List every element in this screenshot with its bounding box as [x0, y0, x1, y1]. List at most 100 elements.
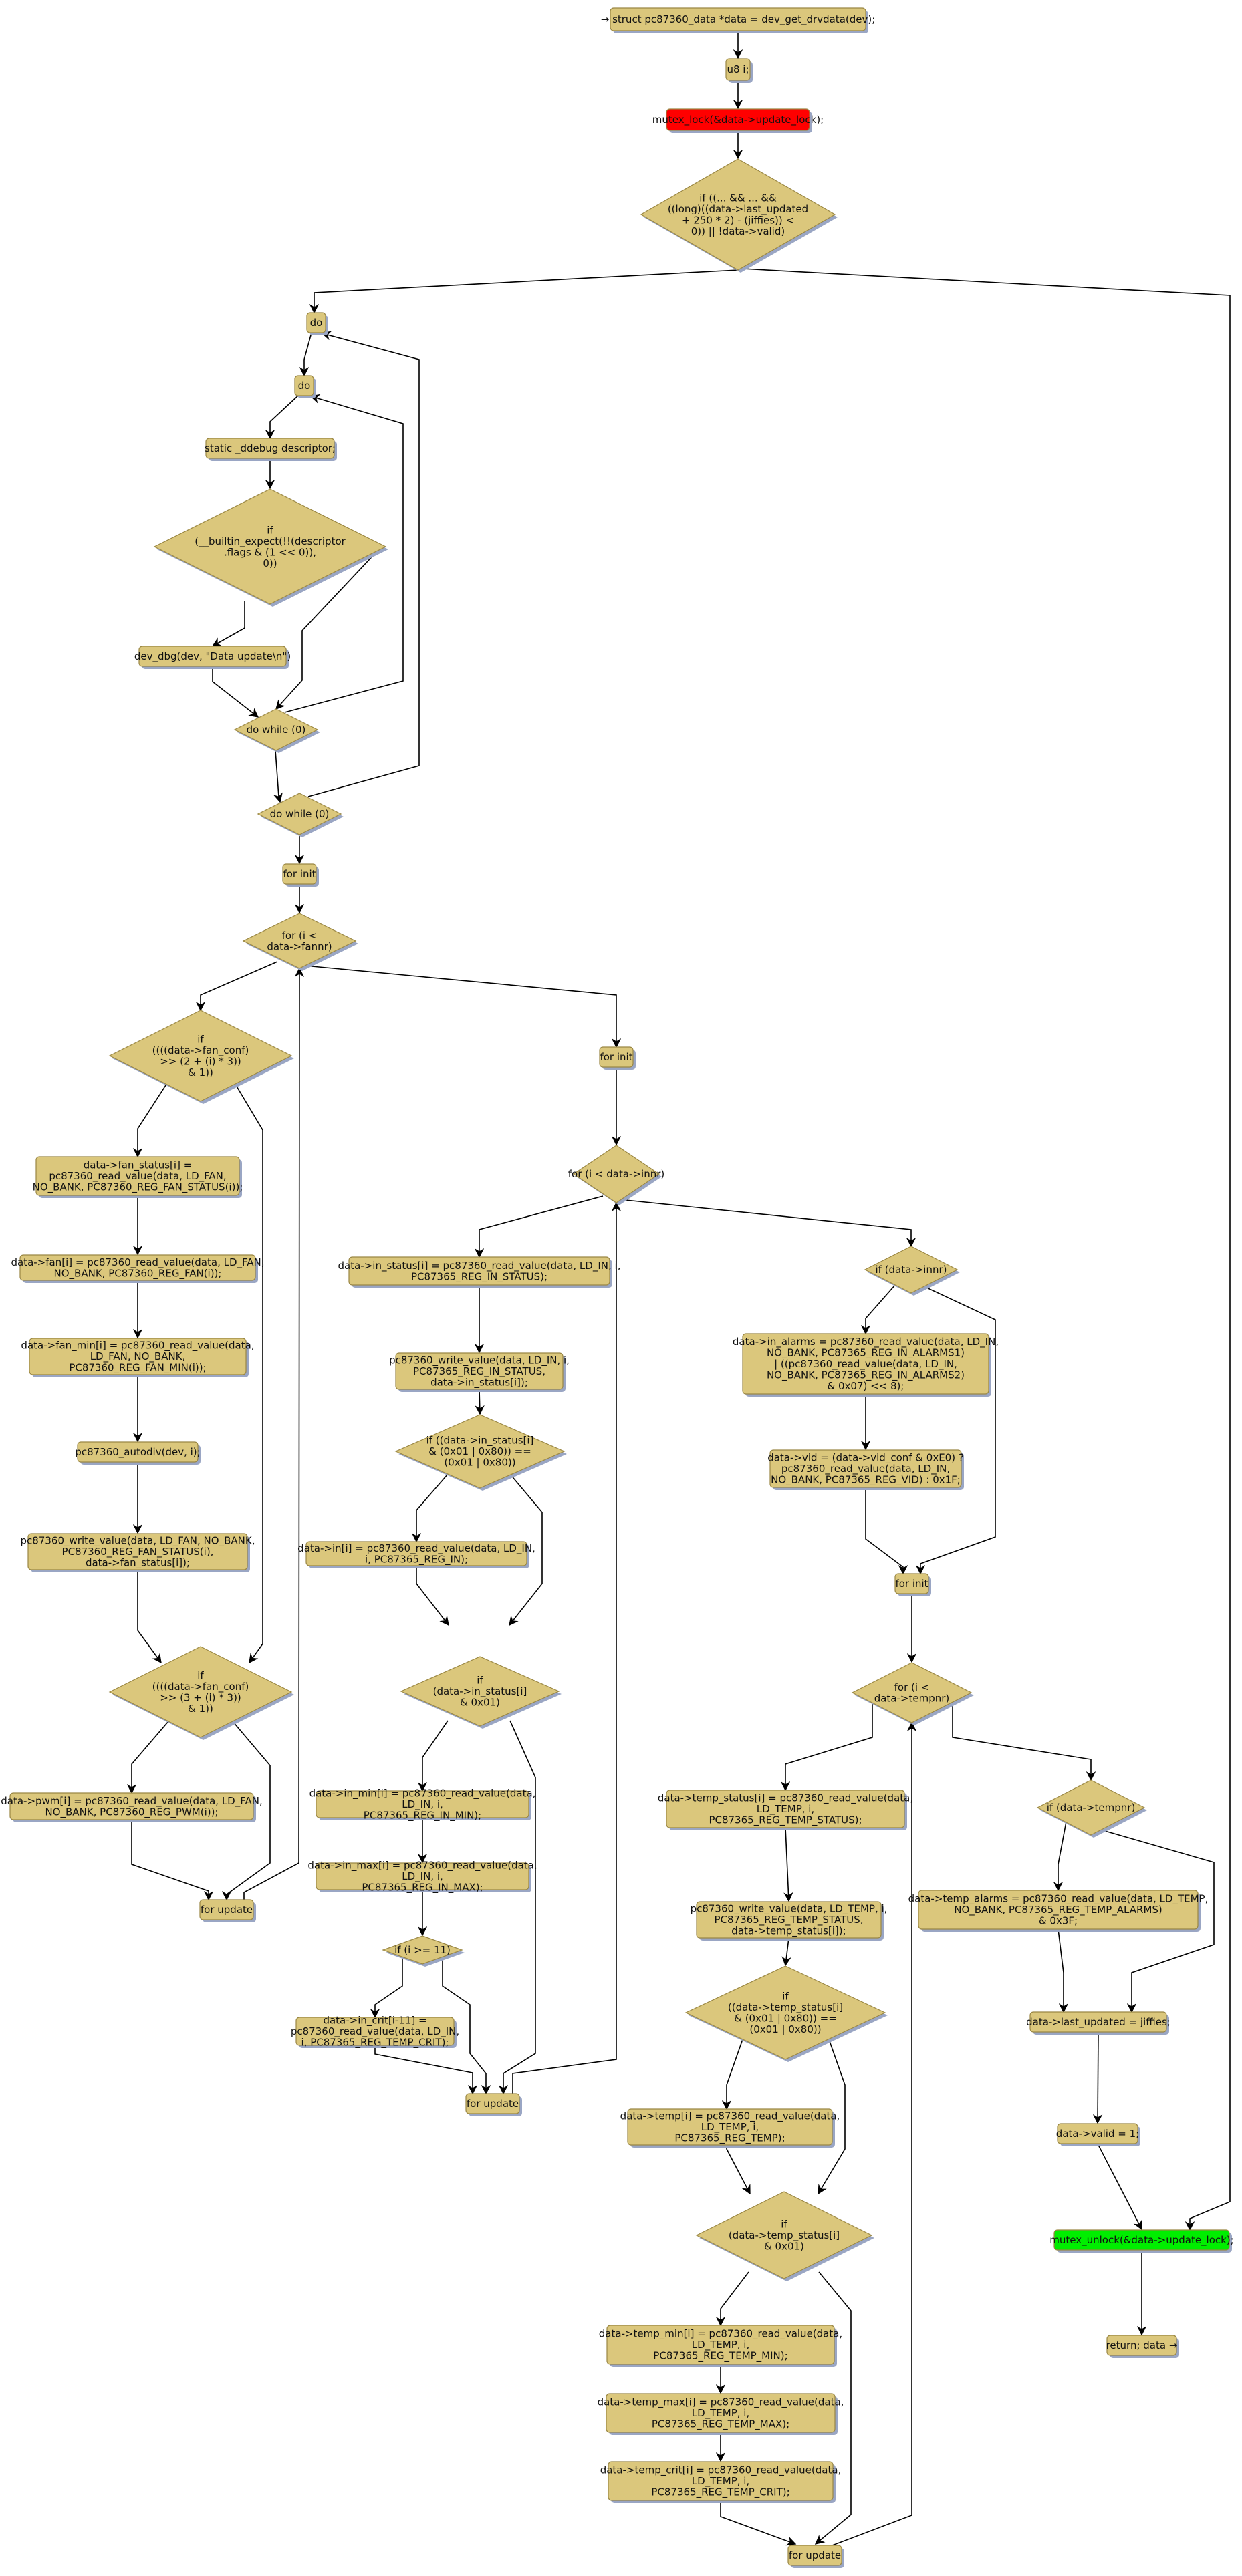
- node-text: dev_dbg(dev, "Data update\n"): [134, 650, 291, 663]
- process-node: → struct pc87360_data *data = dev_get_dr…: [601, 7, 875, 33]
- node-text: for init: [283, 868, 316, 880]
- node-text: data->pwm[i] = pc87360_read_value(data, …: [1, 1795, 262, 1808]
- edge-arrow: [411, 1473, 449, 1543]
- node-shape: [918, 1890, 1199, 1930]
- edge-arrow: [715, 2271, 749, 2327]
- node-text: data->temp_alarms = pc87360_read_value(d…: [908, 1893, 1209, 1906]
- decision-node: if (i >= 11): [382, 1935, 465, 1967]
- decision-node: if (data->tempnr): [1036, 1779, 1147, 1838]
- edge-arrow: [137, 1570, 162, 1664]
- node-text: ((data->temp_status[i]: [728, 2001, 843, 2014]
- edge-arrow: [273, 750, 283, 803]
- node-text: if: [782, 1990, 789, 2002]
- node-text: if ((... && ... &&: [699, 192, 777, 204]
- edge-arrow: [1053, 1821, 1067, 1892]
- decision-node: if ((... && ... &&((long)((data->last_up…: [640, 158, 838, 273]
- node-text: ((((data->fan_conf): [152, 1044, 249, 1057]
- node-text: PC87360_REG_FAN_STATUS(i),: [62, 1546, 214, 1558]
- node-text: data->temp_min[i] = pc87360_read_value(d…: [599, 2328, 842, 2341]
- process-node: data->temp[i] = pc87360_read_value(data,…: [620, 2108, 840, 2148]
- node-shape: [1036, 1779, 1146, 1836]
- node-shape: [606, 2393, 836, 2433]
- node-shape: [1029, 2011, 1167, 2033]
- node-shape: [400, 1656, 560, 1727]
- node-text: for update: [201, 1904, 253, 1916]
- node-text: data->temp_max[i] = pc87360_read_value(d…: [598, 2396, 844, 2409]
- edge-arrow: [512, 1201, 622, 2094]
- node-shape: [294, 375, 314, 396]
- node-text: NO_BANK, PC87365_REG_VID) : 0x1F;: [771, 1474, 961, 1487]
- edge-arrow: [814, 2271, 852, 2545]
- node-text: data->fan_status[i] =: [84, 1159, 193, 1172]
- process-node: data->temp_min[i] = pc87360_read_value(d…: [599, 2325, 842, 2367]
- edge-arrow: [132, 1085, 166, 1158]
- edge-arrow: [1097, 2143, 1142, 2231]
- node-text: data->in_status[i] = pc87360_read_value(…: [338, 1260, 621, 1272]
- decision-node: if(data->in_status[i]& 0x01): [400, 1656, 562, 1729]
- node-shape: [9, 1792, 254, 1820]
- node-text: & 0x07) << 8);: [828, 1380, 904, 1392]
- node-text: mutex_lock(&data->update_lock);: [652, 114, 824, 126]
- node-shape: [153, 488, 387, 605]
- edge-arrow: [474, 1195, 604, 1258]
- process-node: pc87360_write_value(data, LD_IN, i,PC873…: [389, 1352, 570, 1392]
- edge-arrow: [783, 1827, 793, 1902]
- edge-arrow: [212, 666, 259, 718]
- decision-node: do while (0): [233, 708, 320, 753]
- node-shape: [233, 708, 319, 751]
- edge-arrow: [865, 1487, 908, 1575]
- node-text: (0x01 | 0x80)): [749, 2023, 821, 2035]
- node-text: (data->temp_status[i]: [729, 2229, 840, 2242]
- process-node: mutex_unlock(&data->update_lock);: [1049, 2229, 1234, 2253]
- node-shape: [572, 1145, 660, 1203]
- edge-arrow: [741, 268, 1231, 2231]
- node-shape: [19, 1254, 256, 1281]
- process-node: data->vid = (data->vid_conf & 0xE0) ?pc8…: [767, 1449, 964, 1490]
- decision-node: if (data->innr): [864, 1246, 960, 1296]
- process-node: static _ddebug descriptor;: [205, 438, 337, 461]
- node-text: (data->in_status[i]: [433, 1685, 527, 1698]
- node-text: do while (0): [247, 724, 306, 736]
- node-text: >> (3 + (i) * 3)): [160, 1691, 241, 1703]
- process-node: data->in[i] = pc87360_read_value(data, L…: [297, 1541, 535, 1568]
- edges: [126, 31, 1231, 2546]
- node-text: data->temp_status[i]);: [731, 1925, 846, 1938]
- node-text: NO_BANK, PC87360_REG_PWM(i));: [45, 1806, 218, 1818]
- node-shape: [864, 1246, 959, 1294]
- node-text: NO_BANK, PC87365_REG_IN_ALARMS1): [767, 1347, 965, 1360]
- edge-arrow: [299, 332, 312, 377]
- edge-arrow: [131, 1820, 214, 1901]
- node-text: NO_BANK, PC87360_REG_FAN(i));: [54, 1267, 222, 1280]
- edge-arrow: [780, 1703, 873, 1792]
- edge-arrow: [275, 550, 378, 710]
- decision-node: for (i <data->fannr): [242, 913, 358, 971]
- node-text: PC87365_REG_TEMP_CRIT);: [651, 2486, 789, 2499]
- edge-arrow: [726, 2145, 751, 2195]
- nodes: → struct pc87360_data *data = dev_get_dr…: [1, 7, 1234, 2568]
- node-shape: [606, 2325, 835, 2365]
- process-node: return; data →: [1106, 2335, 1179, 2358]
- node-text: data->temp_status[i] = pc87360_read_valu…: [658, 1792, 913, 1805]
- edge-arrow: [370, 1958, 403, 2019]
- node-shape: [685, 1965, 886, 2060]
- edge-arrow: [417, 1720, 449, 1792]
- edge-arrow: [416, 1566, 449, 1626]
- node-text: >> (2 + (i) * 3)): [160, 1055, 241, 1067]
- node-text: ((long)((data->last_updated: [668, 203, 808, 216]
- node-text: & (0x01 | 0x80)) ==: [734, 2012, 837, 2024]
- node-text: if: [197, 1669, 204, 1681]
- node-shape: [640, 158, 836, 271]
- node-text: NO_BANK, PC87360_REG_FAN_STATUS(i));: [33, 1181, 243, 1194]
- node-text: & 0x01): [460, 1697, 500, 1709]
- node-shape: [394, 1414, 566, 1489]
- edge-arrow: [832, 1721, 917, 2546]
- node-text: return; data →: [1106, 2339, 1178, 2351]
- edge-arrow: [1058, 1928, 1069, 2013]
- process-node: data->in_crit[i-11] =pc87360_read_value(…: [291, 2015, 459, 2049]
- edge-arrow: [243, 967, 305, 1900]
- node-shape: [35, 1156, 240, 1196]
- process-node: pc87360_write_value(data, LD_TEMP, i,PC8…: [691, 1901, 887, 1941]
- node-text: for update: [467, 2098, 519, 2110]
- node-text: data->fan_min[i] = pc87360_read_value(da…: [21, 1340, 254, 1352]
